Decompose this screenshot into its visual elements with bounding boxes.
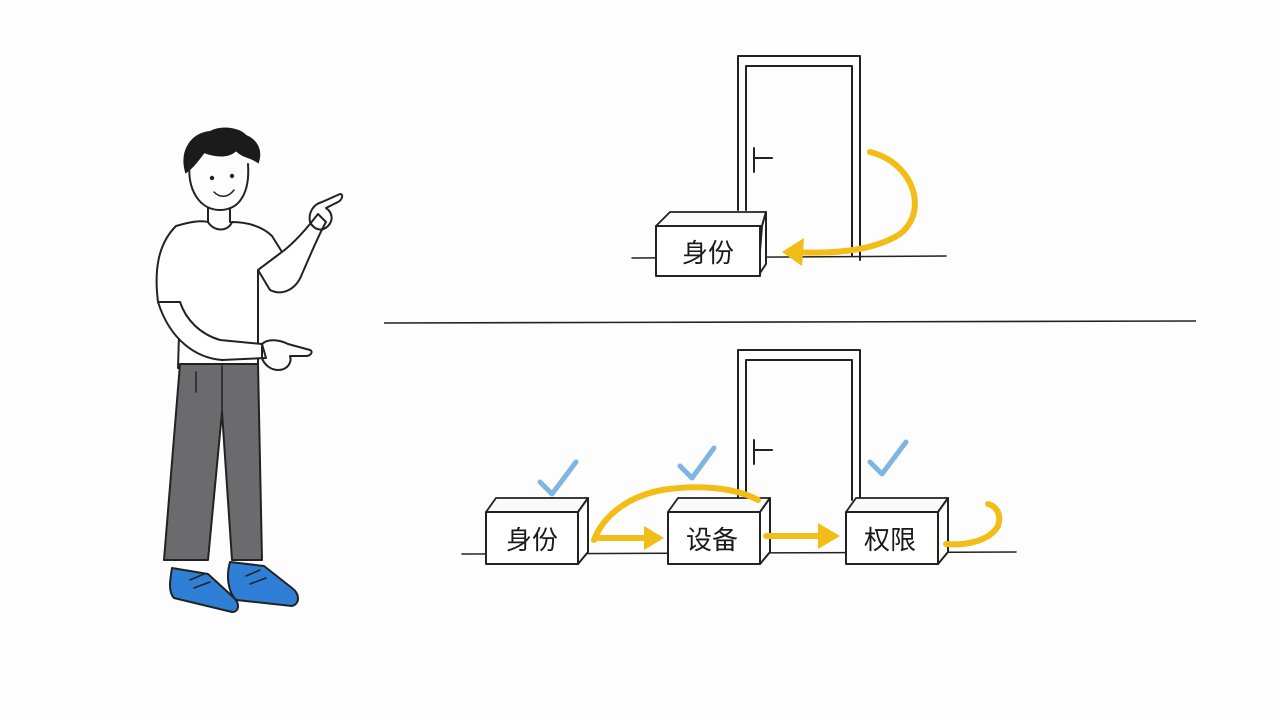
top-box-top (655, 211, 767, 227)
top-scene: 身份 (631, 55, 947, 277)
bottom-box-identity: 身份 (485, 497, 589, 565)
person-smile (213, 189, 235, 197)
bottom-scene: 身份 设备 权限 (461, 349, 1017, 565)
bottom-door-handle (753, 439, 773, 465)
person-shoe-right (227, 561, 299, 607)
person-figure (155, 127, 344, 613)
person-lower-arm (157, 301, 267, 361)
top-return-arrow-head (782, 238, 804, 266)
person-lower-hand (261, 339, 313, 371)
bottom-box-3-top (845, 497, 949, 513)
check-icon (537, 459, 579, 497)
top-door (737, 55, 861, 261)
top-door-handle (753, 147, 773, 173)
bottom-box-2-front (667, 511, 761, 565)
bottom-box-3-label: 权限 (864, 526, 916, 556)
person-raised-hand (308, 193, 344, 231)
bottom-box-permission: 权限 (845, 497, 949, 565)
person-eye-right (229, 173, 235, 179)
person-hair (183, 127, 261, 174)
top-return-arrow (791, 149, 918, 256)
bottom-box-device: 设备 (667, 497, 771, 565)
bottom-door (737, 349, 861, 553)
arrow-head (644, 526, 664, 550)
person-raised-arm (257, 213, 327, 294)
bottom-box-1-top (485, 497, 589, 513)
person-eye-left (209, 175, 215, 181)
check-icon (867, 439, 909, 477)
arrow-permission-loop (943, 501, 1003, 548)
person-pants-crease (195, 365, 223, 413)
person-head (188, 159, 250, 211)
person-pants (163, 363, 263, 561)
bottom-box-1-label: 身份 (506, 526, 558, 556)
bottom-box-3-front (845, 511, 939, 565)
top-box-label: 身份 (682, 239, 734, 269)
scene-divider (383, 320, 1197, 324)
top-box-front (655, 225, 761, 277)
person-shoe-laces (189, 569, 267, 589)
arrow-identity-to-device (591, 484, 761, 543)
bottom-box-1-front (485, 511, 579, 565)
check-icon (677, 445, 717, 481)
person-neck (207, 207, 231, 223)
bottom-box-2-label: 设备 (686, 526, 738, 556)
arrow-head (818, 523, 840, 549)
